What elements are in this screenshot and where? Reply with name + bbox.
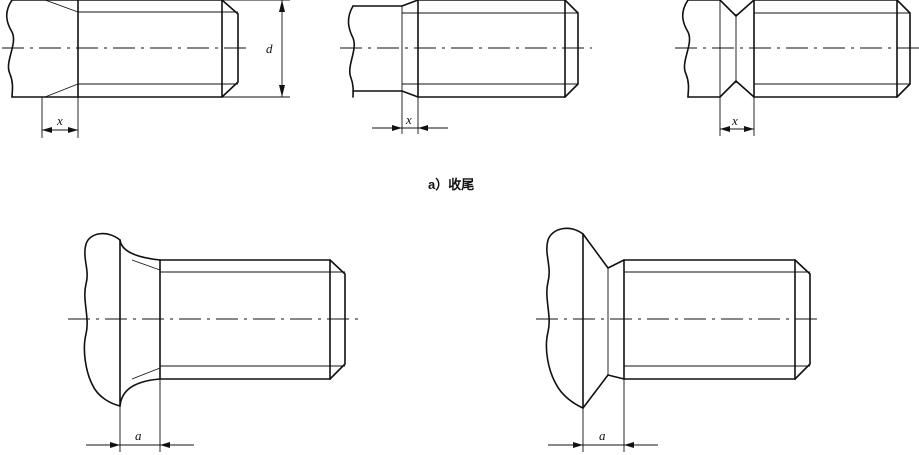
runout-figure-3: x [675, 0, 919, 136]
head-break-line [83, 232, 121, 407]
shaft-break-line [347, 5, 355, 98]
shaft-break-line [681, 0, 691, 98]
label-a-2: a [599, 428, 606, 443]
caption-a: a）收尾 [428, 177, 474, 192]
shaft-break-line [5, 0, 15, 98]
label-x-3: x [731, 113, 738, 128]
label-d: d [266, 41, 273, 56]
label-x-2: x [405, 112, 412, 127]
label-x-1: x [56, 113, 63, 128]
label-a-1: a [135, 428, 142, 443]
runout-figure-2: x [340, 0, 592, 134]
runout-figure-4: a [68, 232, 358, 452]
runout-figure-1: d x [2, 0, 290, 138]
head-break-line [545, 227, 584, 409]
runout-figure-5: a [536, 227, 822, 452]
